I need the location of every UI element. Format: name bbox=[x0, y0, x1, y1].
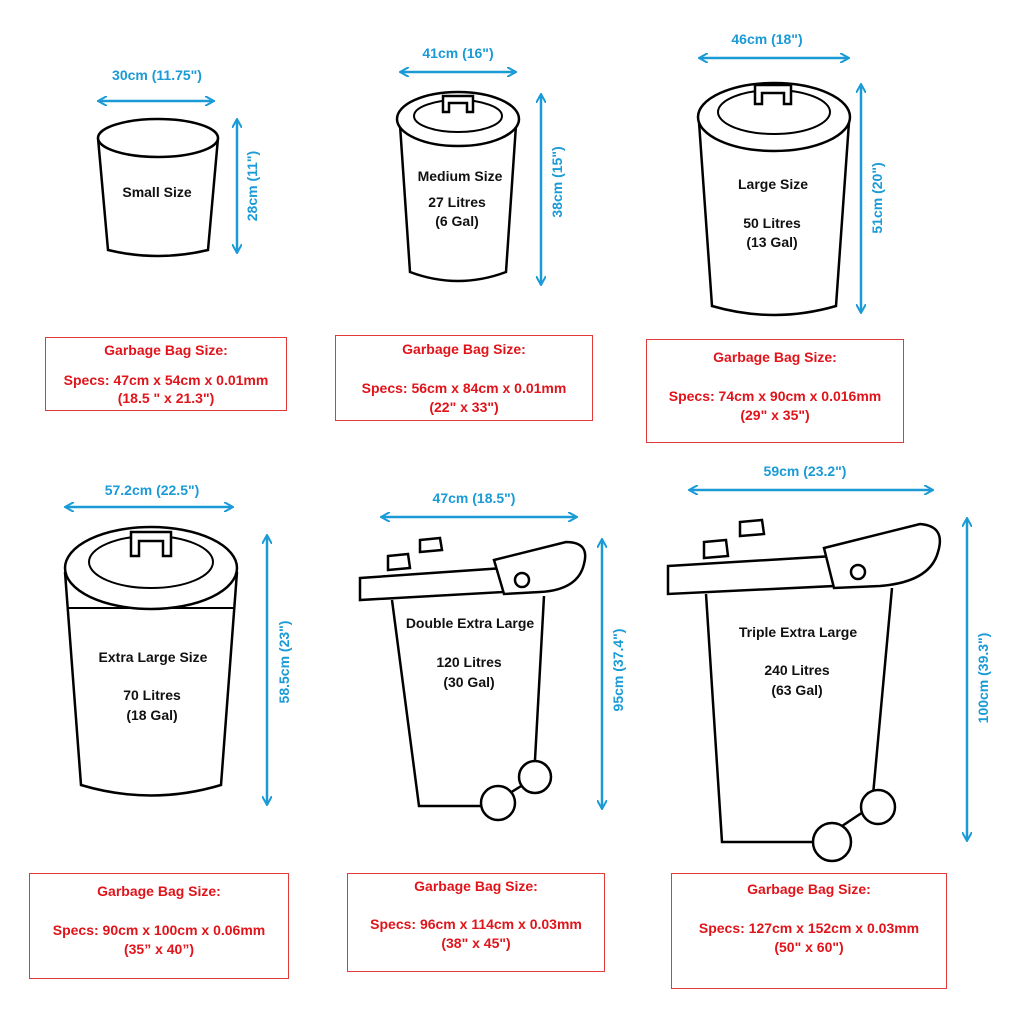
bin-xl-name: Extra Large Size bbox=[99, 649, 208, 665]
bin-2xl-roller-icon bbox=[492, 540, 587, 596]
bag-inches: (29" x 35") bbox=[740, 407, 810, 423]
bin-xl-lid-icon bbox=[63, 525, 239, 611]
bin-large-handle-icon bbox=[753, 83, 793, 106]
bin-2xl-handle-1-icon bbox=[386, 552, 412, 572]
bin-3xl-hinge-icon bbox=[849, 563, 867, 581]
bag-specs: Specs: 56cm x 84cm x 0.01mm bbox=[361, 380, 567, 396]
bag-title: Garbage Bag Size: bbox=[747, 881, 871, 897]
bag-specs: Specs: 47cm x 54cm x 0.01mm bbox=[63, 372, 269, 388]
bag-title: Garbage Bag Size: bbox=[104, 342, 228, 358]
bin-medium-height: 38cm (15") bbox=[549, 146, 565, 217]
bin-small-name: Small Size bbox=[122, 184, 191, 200]
bin-3xl-wheel-back-icon bbox=[859, 788, 897, 826]
bag-box-extra-large: Garbage Bag Size: Specs: 90cm x 100cm x … bbox=[29, 873, 289, 979]
bag-box-large: Garbage Bag Size: Specs: 74cm x 90cm x 0… bbox=[646, 339, 904, 443]
bin-2xl-hinge-icon bbox=[513, 571, 531, 589]
bin-large-body-icon bbox=[697, 121, 851, 317]
bag-box-small: Garbage Bag Size: Specs: 47cm x 54cm x 0… bbox=[45, 337, 287, 411]
bin-medium-handle-icon bbox=[441, 94, 475, 114]
bag-title: Garbage Bag Size: bbox=[414, 878, 538, 894]
bin-2xl-width: 47cm (18.5") bbox=[433, 490, 516, 506]
bin-3xl-roller-icon bbox=[822, 522, 942, 590]
bin-xl-body-icon bbox=[63, 571, 239, 797]
bin-3xl-handle-1-icon bbox=[702, 538, 730, 560]
bin-medium: Medium Size 27 Litres (6 Gal) 41cm (16")… bbox=[395, 45, 565, 284]
bin-2xl-name: Double Extra Large bbox=[406, 615, 535, 631]
bag-title: Garbage Bag Size: bbox=[97, 883, 221, 899]
bin-medium-width: 41cm (16") bbox=[422, 45, 493, 61]
bin-2xl-lid-icon bbox=[358, 566, 506, 602]
bin-3xl-litres: 240 Litres bbox=[764, 662, 830, 678]
bin-small-height: 28cm (11") bbox=[244, 151, 260, 221]
bin-3xl-width: 59cm (23.2") bbox=[764, 463, 847, 479]
bin-double-xl: Double Extra Large 120 Litres (30 Gal) 4… bbox=[358, 490, 626, 822]
bag-title: Garbage Bag Size: bbox=[713, 349, 837, 365]
bag-inches: (18.5 " x 21.3") bbox=[117, 390, 215, 406]
bag-box-triple-xl: Garbage Bag Size: Specs: 127cm x 152cm x… bbox=[671, 873, 947, 989]
bin-large-name: Large Size bbox=[738, 176, 808, 192]
bin-medium-body-icon bbox=[398, 124, 518, 283]
bin-3xl-gallons: (63 Gal) bbox=[771, 682, 822, 698]
bin-small-width: 30cm (11.75") bbox=[112, 67, 202, 83]
bin-large-lid-icon bbox=[696, 81, 852, 153]
bin-large-litres: 50 Litres bbox=[743, 215, 801, 231]
bin-xl-gallons: (18 Gal) bbox=[126, 707, 177, 723]
bin-xl-handle-icon bbox=[129, 530, 173, 558]
bin-large-gallons: (13 Gal) bbox=[746, 234, 797, 250]
bin-small-rim-icon bbox=[96, 117, 220, 159]
bin-medium-gallons: (6 Gal) bbox=[435, 213, 479, 229]
bin-3xl-handle-2-icon bbox=[738, 518, 766, 538]
bin-small: Small Size 30cm (11.75") 28cm (11") bbox=[96, 67, 260, 258]
bin-large-width: 46cm (18") bbox=[731, 31, 802, 47]
bag-title: Garbage Bag Size: bbox=[402, 341, 526, 357]
bin-2xl-handle-2-icon bbox=[418, 536, 444, 554]
bag-box-double-xl: Garbage Bag Size: Specs: 96cm x 114cm x … bbox=[347, 873, 605, 972]
bin-small-body-icon bbox=[96, 137, 220, 258]
bin-2xl-height: 95cm (37.4") bbox=[610, 629, 626, 712]
bin-3xl-wheel-front-icon bbox=[811, 821, 853, 863]
bin-3xl-name: Triple Extra Large bbox=[739, 624, 857, 640]
bag-box-medium: Garbage Bag Size: Specs: 56cm x 84cm x 0… bbox=[335, 335, 593, 421]
bin-xl-width: 57.2cm (22.5") bbox=[105, 482, 200, 498]
bag-specs: Specs: 96cm x 114cm x 0.03mm bbox=[370, 916, 582, 932]
bin-large: Large Size 50 Litres (13 Gal) 46cm (18")… bbox=[696, 31, 885, 317]
bag-specs: Specs: 127cm x 152cm x 0.03mm bbox=[698, 920, 920, 936]
bag-specs: Specs: 74cm x 90cm x 0.016mm bbox=[668, 388, 882, 404]
bag-inches: (35” x 40”) bbox=[123, 941, 195, 957]
bin-medium-name: Medium Size bbox=[418, 168, 503, 184]
bin-triple-xl: Triple Extra Large 240 Litres (63 Gal) 5… bbox=[666, 463, 991, 863]
bin-2xl-wheel-back-icon bbox=[517, 759, 553, 795]
bin-extra-large: Extra Large Size 70 Litres (18 Gal) 57.2… bbox=[63, 482, 292, 804]
bag-inches: (50" x 60") bbox=[774, 939, 844, 955]
bag-inches: (22" x 33") bbox=[429, 399, 499, 415]
bin-2xl-gallons: (30 Gal) bbox=[443, 674, 494, 690]
bin-2xl-wheel-front-icon bbox=[479, 784, 517, 822]
bag-specs: Specs: 90cm x 100cm x 0.06mm bbox=[52, 922, 266, 938]
bin-large-height: 51cm (20") bbox=[869, 162, 885, 233]
bin-medium-litres: 27 Litres bbox=[428, 194, 486, 210]
bin-xl-height: 58.5cm (23") bbox=[276, 621, 292, 704]
bag-inches: (38" x 45") bbox=[441, 935, 511, 951]
bin-xl-litres: 70 Litres bbox=[123, 687, 181, 703]
bin-2xl-litres: 120 Litres bbox=[436, 654, 502, 670]
bin-3xl-height: 100cm (39.3") bbox=[975, 633, 991, 724]
bin-3xl-lid-icon bbox=[666, 554, 836, 596]
